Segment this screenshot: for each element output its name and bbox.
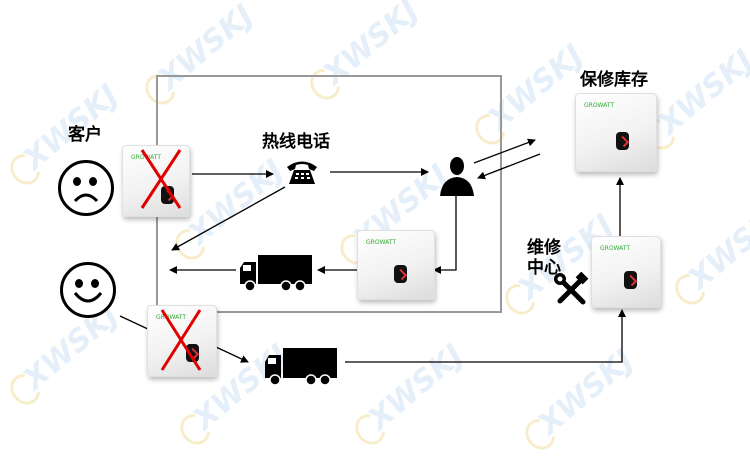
arrow-phone-to-customer [171,186,286,251]
faulty-inverter-returned: GROWATT [147,305,217,377]
repair-center-label: 维修 中心 [527,238,561,278]
line-customer-to-inverter [119,315,151,331]
repair-center-label-line1: 维修 [527,238,561,257]
person-icon [440,157,474,196]
tools-icon [554,272,589,305]
arrow-person-to-inverter [433,196,457,274]
happy-face-icon [60,262,116,318]
red-x-icon [160,309,202,371]
sad-face-icon [58,160,114,216]
truck-icon [265,348,337,386]
warranty-stock-label: 保修库存 [580,70,648,89]
arrow-truck-to-repair [345,309,626,363]
customer-label: 客户 [68,125,102,144]
replacement-inverter: GROWATT [357,230,435,300]
truck-icon [240,255,312,292]
inverter-brand-text: GROWATT [584,102,615,109]
hotline-label: 热线电话 [262,132,330,151]
repair-center-label-line2: 中心 [527,258,561,277]
warranty-stock-inverter: GROWATT [575,93,657,172]
arrow-stock-to-person [477,153,541,180]
arrow-person-to-stock [473,138,536,164]
red-x-icon [140,149,182,209]
telephone-icon [287,161,317,184]
inverter-brand-text: GROWATT [600,245,631,252]
connector-lines [119,138,626,363]
arrow-inverter-to-truck-bottom [215,346,249,363]
inverter-brand-text: GROWATT [156,314,187,321]
repair-center-inverter: GROWATT [591,236,661,308]
inverter-brand-text: GROWATT [366,239,397,246]
